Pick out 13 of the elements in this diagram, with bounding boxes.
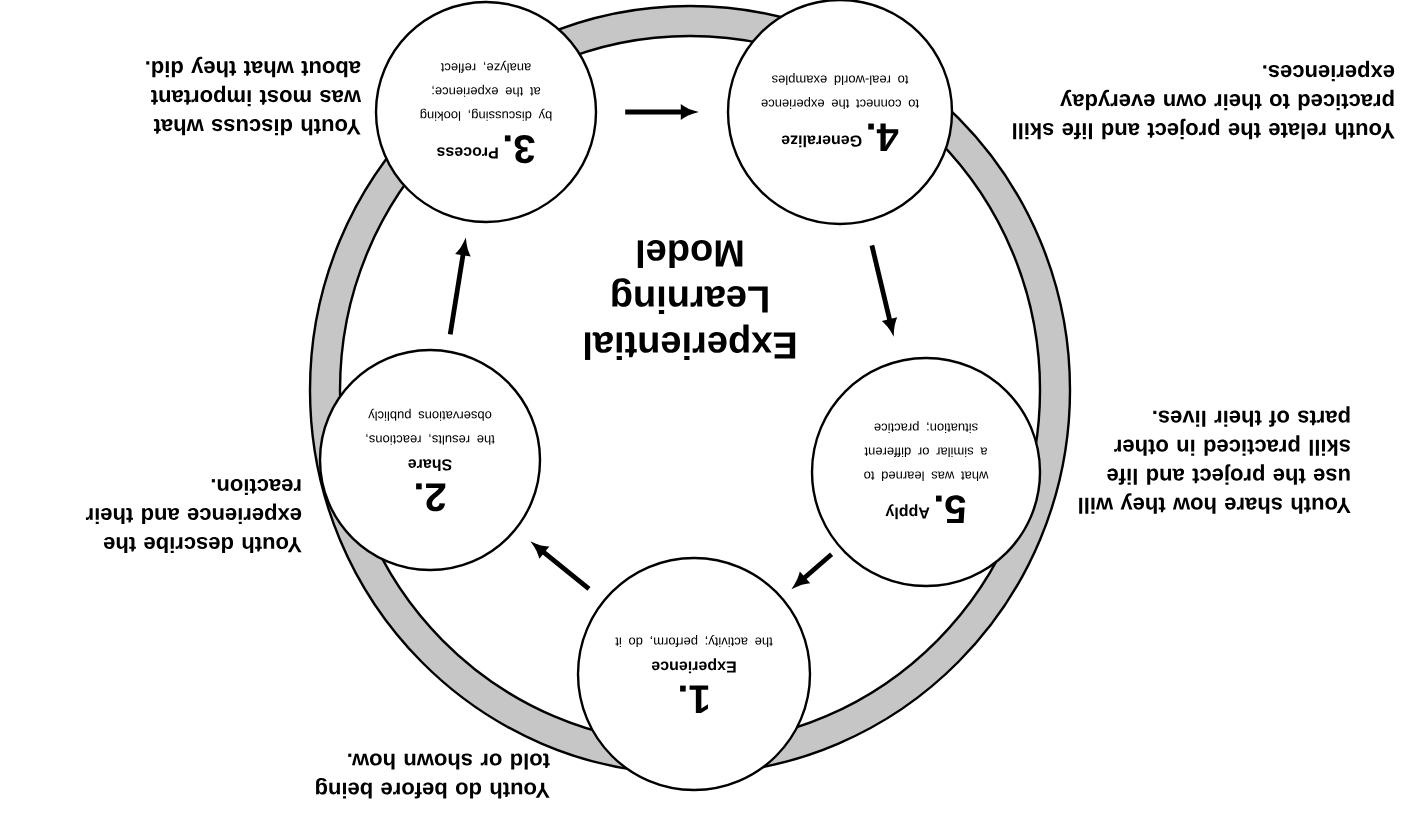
- step-description: Youth relate the project and life skill practiced to their own everyday experiences.: [1013, 60, 1395, 140]
- arrow: [447, 242, 470, 335]
- arrow: [625, 105, 695, 119]
- arrow: [869, 244, 897, 333]
- step-description: Youth describe the experience and their reaction.: [85, 478, 302, 554]
- step-description: Youth share how they will use the project and life skill practiced in other parts of their lives.: [1079, 406, 1351, 514]
- arrow: [533, 543, 591, 591]
- node-label: 1.: [680, 685, 709, 714]
- step-description: Youth discuss what was most important about what they did.: [146, 56, 362, 136]
- node-label: Experience: [651, 658, 736, 674]
- arrow: [794, 552, 834, 587]
- step-description: Youth do before being told or shown how.: [316, 753, 550, 799]
- diagram-title: Experiential Learning Model: [585, 240, 796, 360]
